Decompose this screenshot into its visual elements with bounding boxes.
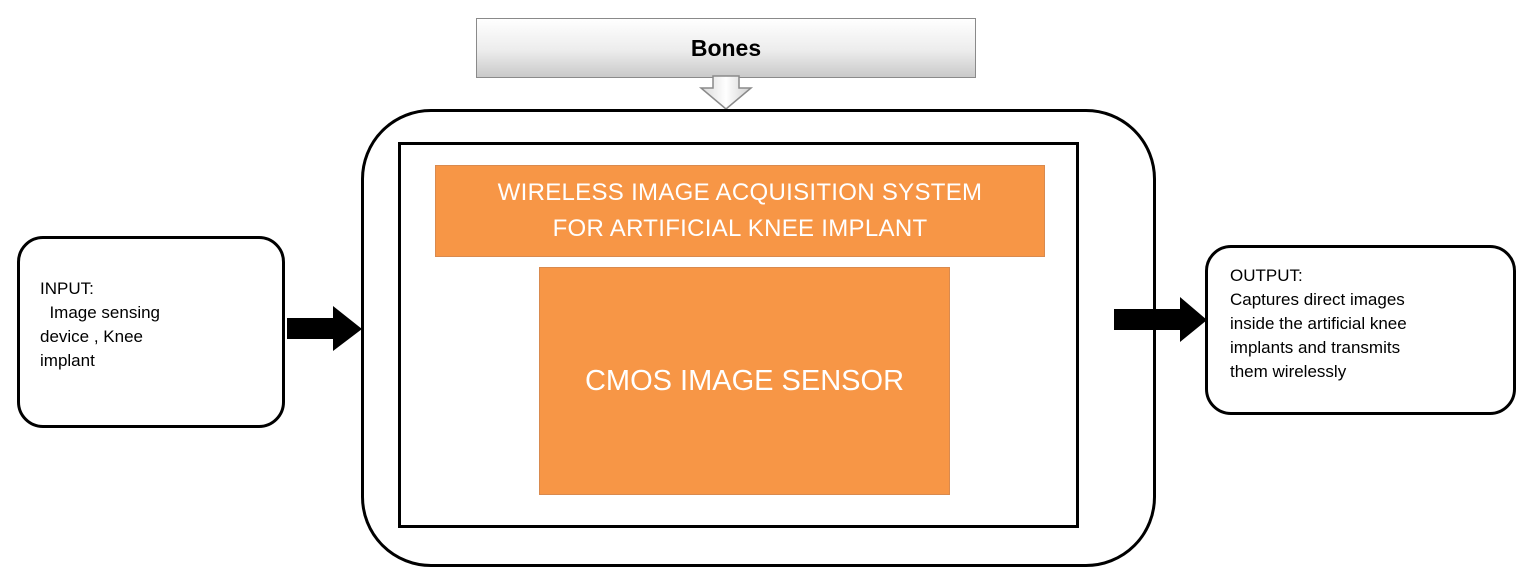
output-line-1: OUTPUT: — [1230, 266, 1303, 285]
cmos-sensor-label: CMOS IMAGE SENSOR — [584, 364, 905, 397]
input-line-1: INPUT: — [40, 279, 94, 298]
output-box: OUTPUT: Captures direct images inside th… — [1205, 245, 1516, 415]
system-title-line-2: FOR ARTIFICIAL KNEE IMPLANT — [552, 215, 928, 242]
bones-label: Bones — [690, 34, 762, 61]
input-arrow — [287, 306, 362, 351]
bones-down-arrow — [698, 75, 754, 110]
system-title-line-1: WIRELESS IMAGE ACQUISITION SYSTEM — [497, 179, 983, 206]
input-box: INPUT: Image sensing device , Knee impla… — [17, 236, 285, 428]
output-arrow — [1114, 297, 1207, 342]
output-line-3: inside the artificial knee — [1230, 314, 1407, 333]
input-line-3: device , Knee — [40, 327, 144, 346]
output-line-4: implants and transmits — [1230, 338, 1401, 357]
system-title-block: WIRELESS IMAGE ACQUISITION SYSTEM FOR AR… — [435, 165, 1045, 257]
input-line-2: Image sensing — [40, 303, 161, 322]
bones-box: Bones — [476, 18, 976, 78]
output-line-2: Captures direct images — [1230, 290, 1405, 309]
output-line-5: them wirelessly — [1230, 362, 1347, 381]
cmos-sensor-block: CMOS IMAGE SENSOR — [539, 267, 950, 495]
input-line-4: implant — [40, 351, 95, 370]
